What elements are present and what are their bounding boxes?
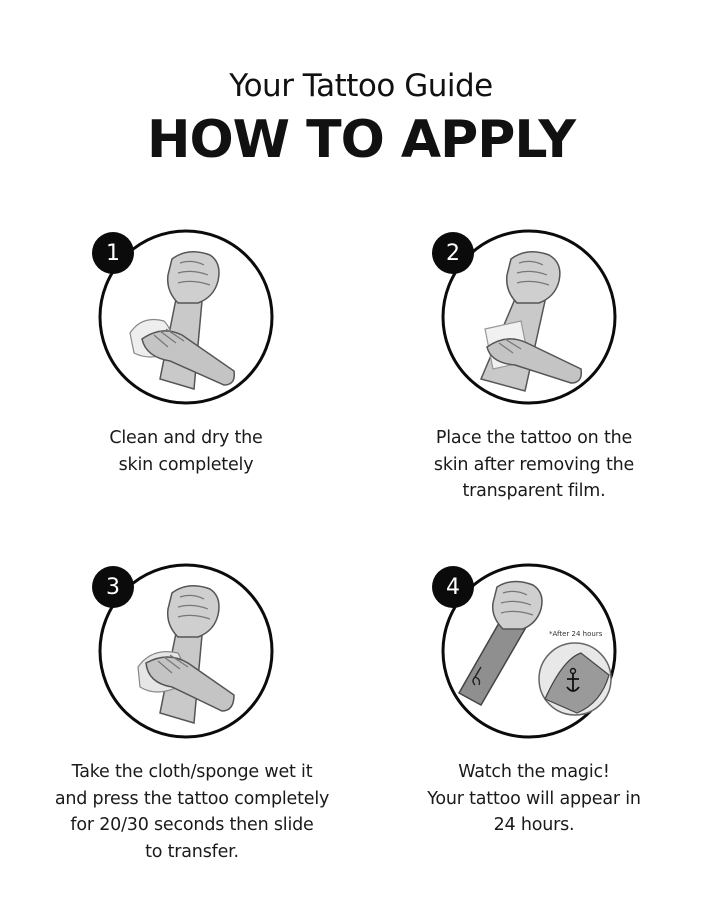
step-number-badge: 4 [432, 566, 474, 608]
step-3-caption: Take the cloth/sponge wet it and press t… [32, 759, 352, 865]
step-1-illustration: 1 [92, 229, 274, 405]
step-3-illustration: 3 [92, 563, 274, 739]
caption-line: Take the cloth/sponge wet it [71, 762, 313, 782]
step-2-caption: Place the tattoo on the skin after remov… [374, 425, 694, 505]
caption-line: 24 hours. [493, 815, 575, 835]
caption-line: Watch the magic! [458, 762, 610, 782]
step-number-badge: 3 [92, 566, 134, 608]
page-subtitle: Your Tattoo Guide [229, 68, 493, 104]
caption-line: and press the tattoo completely [54, 788, 330, 809]
caption-line: to transfer. [145, 841, 239, 862]
step-number-badge: 1 [92, 232, 134, 274]
pressing-wet-sponge-icon [98, 563, 274, 739]
caption-line: skin after removing the [433, 454, 635, 475]
page-title: HOW TO APPLY [146, 110, 576, 170]
step-1-caption: Clean and dry the skin completely [26, 425, 346, 478]
step-2-illustration: 2 [432, 229, 617, 405]
step-4-illustration: 4 *After 24 hours [432, 563, 617, 739]
step-4-caption: Watch the magic! Your tattoo will appear… [374, 759, 694, 839]
inset-label: *After 24 hours [549, 630, 603, 638]
caption-line: transparent film. [462, 481, 606, 501]
step-number-badge: 2 [432, 232, 474, 274]
caption-line: for 20/30 seconds then slide [70, 815, 314, 835]
revealed-tattoo-icon [441, 563, 617, 739]
caption-line: Your tattoo will appear in [427, 788, 641, 809]
caption-line: Place the tattoo on the [435, 428, 633, 448]
hand-cleaning-arm-icon [98, 229, 274, 405]
caption-line: skin completely [118, 454, 254, 475]
caption-line: Clean and dry the [109, 428, 263, 448]
placing-tattoo-icon [441, 229, 617, 405]
